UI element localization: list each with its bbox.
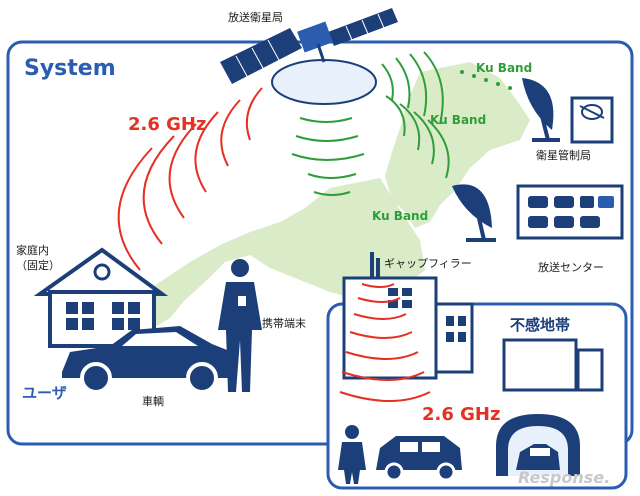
ku-band-label-2: Ku Band (430, 113, 487, 127)
gapfiller-building-icon (342, 252, 438, 380)
broadcast-center-label: 放送センター (538, 261, 604, 274)
mobile-label: 携帯端末 (262, 317, 306, 330)
mobile-user-icon (218, 259, 262, 392)
s-band-label-lower: 2.6 GHz (422, 404, 501, 425)
dead-zone-buildings-icon (434, 302, 604, 392)
ku-band-label-3: Ku Band (372, 209, 429, 223)
dead-zone-person-icon (338, 425, 366, 484)
ku-band-label-1: Ku Band (476, 61, 533, 75)
s-band-label-upper: 2.6 GHz (128, 114, 207, 135)
car-icon (62, 326, 232, 394)
diagram-title: System (24, 56, 116, 81)
watermark: Response. (518, 468, 611, 487)
gapfiller-label: ギャップフィラー (384, 257, 472, 270)
broadcast-center-dish-icon (452, 184, 496, 242)
satellite-icon (220, 8, 398, 105)
dead-zone-label: 不感地帯 (510, 316, 571, 334)
home-label: 家庭内 （固定） (16, 244, 60, 272)
satellite-label: 放送衛星局 (228, 11, 283, 24)
user-label: ユーザ (22, 384, 67, 402)
car-label: 車輌 (142, 395, 164, 408)
van-icon (376, 436, 462, 482)
ku-band-dotted-link (460, 70, 512, 90)
ku-band-waves-down (291, 117, 365, 196)
ku-band-uplink-waves (381, 51, 450, 179)
gapfiller-waves (339, 283, 431, 402)
s-band-waves-left (117, 87, 263, 271)
tunnel-car-icon (496, 414, 580, 476)
control-station-label: 衛星管制局 (536, 149, 591, 162)
broadcast-center-building-icon (516, 184, 624, 240)
control-station-building-icon (570, 96, 614, 144)
control-station-dish-icon (522, 78, 560, 142)
home-icon (33, 247, 169, 348)
